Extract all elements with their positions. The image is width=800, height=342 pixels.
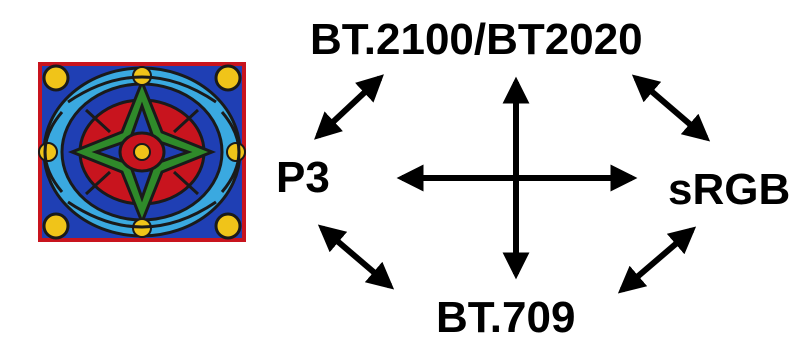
label-p3: P3 <box>276 153 330 202</box>
label-bt709: BT.709 <box>436 293 576 342</box>
arrow-top-to-srgb <box>631 74 711 142</box>
stained-glass-window-image <box>38 62 246 242</box>
label-srgb: sRGB <box>668 165 791 214</box>
label-bt2100-bt2020: BT.2100/BT2020 <box>310 15 643 64</box>
arrow-srgb-to-bottom <box>617 226 697 294</box>
arrow-p3-to-bottom <box>317 224 395 290</box>
arrow-top-to-p3 <box>314 74 384 140</box>
